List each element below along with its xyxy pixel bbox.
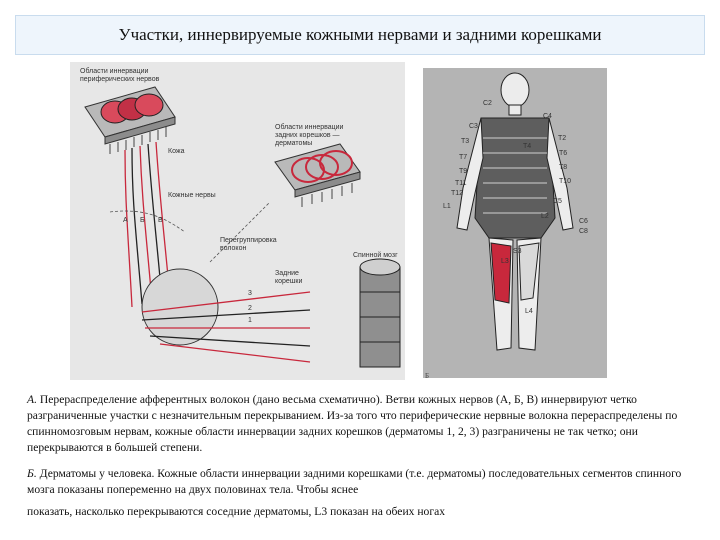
fiber-regrouping-zone xyxy=(141,268,311,363)
dermatome-t6: T6 xyxy=(559,150,568,157)
dermatome-c8: C8 xyxy=(579,228,588,235)
caption-b-text-2: показать, насколько перекрываются соседн… xyxy=(27,505,446,518)
dermatome-t12: T12 xyxy=(451,190,464,197)
dermatome-t11: T11 xyxy=(455,180,467,187)
page-title: Участки, иннервируемые кожными нервами и… xyxy=(118,25,602,44)
caption-b-letter: Б. xyxy=(27,467,37,480)
dermatome-l2: L2 xyxy=(541,213,549,220)
label-root-3: 3 xyxy=(248,290,252,297)
dermatome-t3: T3 xyxy=(461,138,470,145)
caption-a-letter: А. xyxy=(27,393,37,406)
label-nerve-c: В xyxy=(158,217,163,224)
figure-b-corner-mark: Б xyxy=(425,372,430,380)
label-root-2: 2 xyxy=(248,305,252,312)
dermatome-l4: L4 xyxy=(525,308,533,315)
dermatome-l1: L1 xyxy=(443,203,451,210)
caption-b: Б. Дерматомы у человека. Кожные области … xyxy=(27,466,697,520)
label-skin: Кожа xyxy=(168,148,185,155)
dermatome-c3: C3 xyxy=(469,123,478,130)
caption-a: А. Перераспределение афферентных волокон… xyxy=(27,392,697,456)
dermatome-t8: T8 xyxy=(559,164,568,171)
label-fiber-regrouping: Перегруппировка волокон xyxy=(220,237,277,252)
human-body-drawing xyxy=(456,72,574,351)
label-dermatome-area: Области иннервации задних корешков — дер… xyxy=(275,124,344,147)
body-outline xyxy=(456,72,574,351)
guide-lines xyxy=(109,201,271,263)
figure-b-dermatome-map: C2 C3 C4 C5 C6 T2 T3 T4 T6 T7 T8 T9 T10 … xyxy=(423,68,607,378)
skin-block-peripheral xyxy=(84,86,176,154)
nerve-schematic-drawing xyxy=(84,86,401,368)
dermatome-l3: L3 xyxy=(501,258,509,265)
label-spinal-cord: Спинной мозг xyxy=(353,252,398,259)
dermatome-t10: T10 xyxy=(559,178,572,185)
label-peripheral-area: Области иннервации периферических нервов xyxy=(80,68,160,83)
dermatome-t7: T7 xyxy=(459,154,468,161)
figure-a-nerve-schematic: Области иннервации периферических нервов… xyxy=(70,62,405,380)
caption-b-text-1: Дерматомы у человека. Кожные области инн… xyxy=(27,467,682,496)
dermatome-t4: T4 xyxy=(523,143,532,150)
label-nerve-b: Б xyxy=(140,217,145,224)
title-banner: Участки, иннервируемые кожными нервами и… xyxy=(15,15,705,55)
skin-block-dermatomes xyxy=(274,143,361,207)
spinal-cord xyxy=(359,258,401,368)
dermatome-t2: T2 xyxy=(558,135,567,142)
label-cutaneous-nerves: Кожные нервы xyxy=(168,192,216,199)
label-dorsal-roots: Задние корешки xyxy=(275,270,303,285)
dermatome-c2: C2 xyxy=(483,100,492,107)
label-nerve-a: A xyxy=(123,217,128,224)
dermatome-c4: C4 xyxy=(543,113,552,120)
dermatome-c5: C5 xyxy=(553,198,562,205)
label-root-1: 1 xyxy=(248,317,252,324)
dermatome-t9: T9 xyxy=(459,168,468,175)
caption-a-text: Перераспределение афферентных волокон (д… xyxy=(27,393,678,454)
dermatome-s3: S3 xyxy=(513,248,522,255)
dermatome-c6: C6 xyxy=(579,218,588,225)
